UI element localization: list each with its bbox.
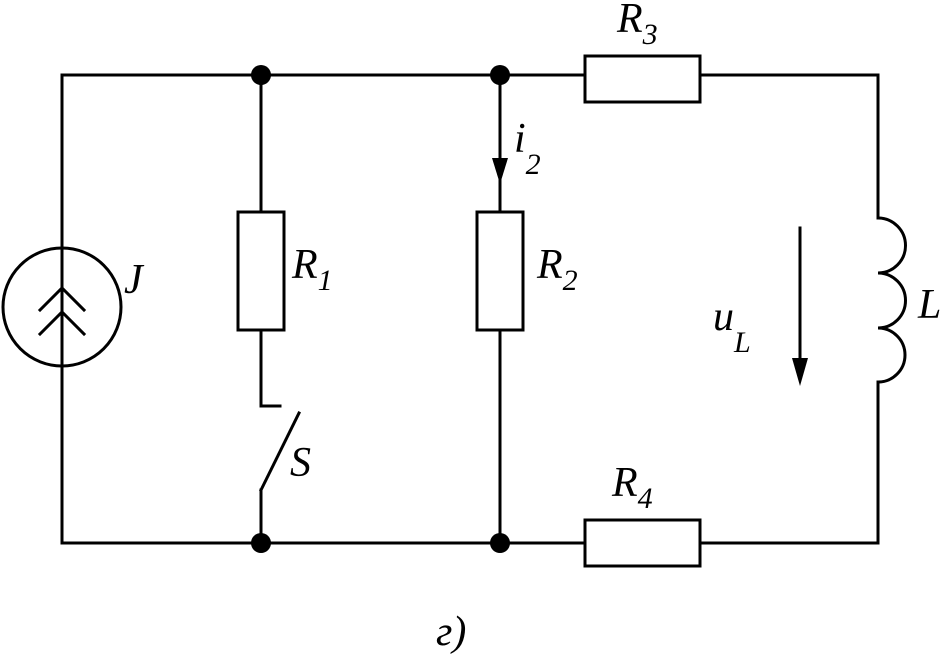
resistor-r4 — [583, 518, 702, 568]
voltage-arrow-head — [792, 358, 808, 386]
r4-label: R4 — [611, 460, 653, 515]
voltage-label-index: L — [733, 326, 751, 359]
current-label-index: 2 — [526, 148, 541, 181]
r3-label: R3 — [616, 0, 658, 51]
source-label: J — [124, 257, 145, 303]
r1-label: R1 — [291, 242, 333, 297]
switch-label: S — [290, 440, 311, 486]
r2-label-base: R — [536, 242, 563, 288]
current-label-base: i — [514, 116, 526, 162]
r3-label-index: 3 — [642, 18, 658, 51]
inductor-coil — [876, 216, 907, 384]
r4-label-index: 4 — [638, 482, 653, 515]
voltage-label-base: u — [713, 294, 734, 340]
voltage-label: uL — [713, 294, 751, 359]
r2-label-index: 2 — [563, 264, 578, 297]
resistor-r1 — [236, 210, 286, 332]
current-source — [1, 246, 123, 368]
node-bottom-r2 — [490, 533, 510, 553]
switch-blade — [258, 410, 302, 493]
node-bottom-r1 — [251, 533, 271, 553]
current-source-chevron-lower — [37, 309, 87, 337]
node-top-r1 — [251, 65, 271, 85]
current-label: i2 — [514, 116, 541, 181]
wire-r1-to-switch — [259, 328, 282, 408]
r3-label-base: R — [616, 0, 643, 42]
wires — [60, 73, 880, 545]
current-arrow-head — [492, 158, 508, 184]
inductor-label: L — [917, 282, 941, 328]
nodes — [251, 65, 510, 553]
r1-label-base: R — [291, 242, 318, 288]
current-source-chevron-upper — [37, 285, 87, 313]
r4-label-base: R — [611, 460, 638, 506]
r1-label-index: 1 — [318, 264, 333, 297]
r2-label: R2 — [536, 242, 578, 297]
figure-caption: г) — [436, 609, 466, 655]
resistor-r2 — [475, 210, 525, 332]
node-top-r2 — [490, 65, 510, 85]
resistor-r3 — [583, 54, 702, 104]
